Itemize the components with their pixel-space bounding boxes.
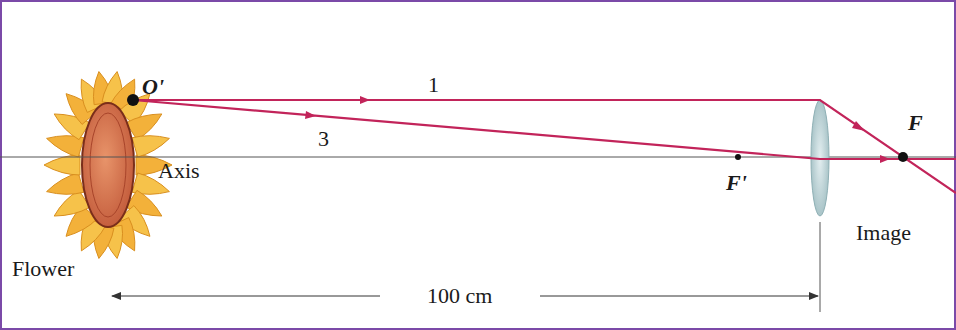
ray-number: 1 bbox=[428, 74, 439, 96]
ray-arrow bbox=[852, 121, 865, 131]
flower-center bbox=[82, 103, 134, 227]
image-label: Image bbox=[856, 222, 911, 244]
focal-label: F' bbox=[726, 172, 747, 194]
petal bbox=[44, 155, 80, 175]
petal bbox=[47, 173, 84, 194]
dimension-line bbox=[540, 296, 818, 297]
ray-3 bbox=[133, 100, 956, 159]
flower-center-rim bbox=[90, 113, 126, 217]
dimension-tick bbox=[820, 222, 821, 312]
image-point bbox=[898, 152, 908, 162]
ray-arrow bbox=[305, 111, 316, 119]
ray-arrow bbox=[360, 96, 370, 104]
object-label: Flower bbox=[8, 258, 78, 280]
petal bbox=[132, 136, 169, 157]
object-point bbox=[127, 94, 139, 106]
focal-point bbox=[735, 154, 741, 160]
axis-label: Axis bbox=[158, 160, 200, 182]
ray-1 bbox=[133, 100, 956, 193]
point-label: O' bbox=[142, 76, 164, 98]
focal-label: F bbox=[908, 112, 923, 134]
ray-number: 3 bbox=[318, 128, 329, 150]
dimension-label: 100 cm bbox=[423, 285, 496, 307]
dimension-line bbox=[112, 296, 380, 297]
ray-arrow bbox=[880, 155, 890, 163]
